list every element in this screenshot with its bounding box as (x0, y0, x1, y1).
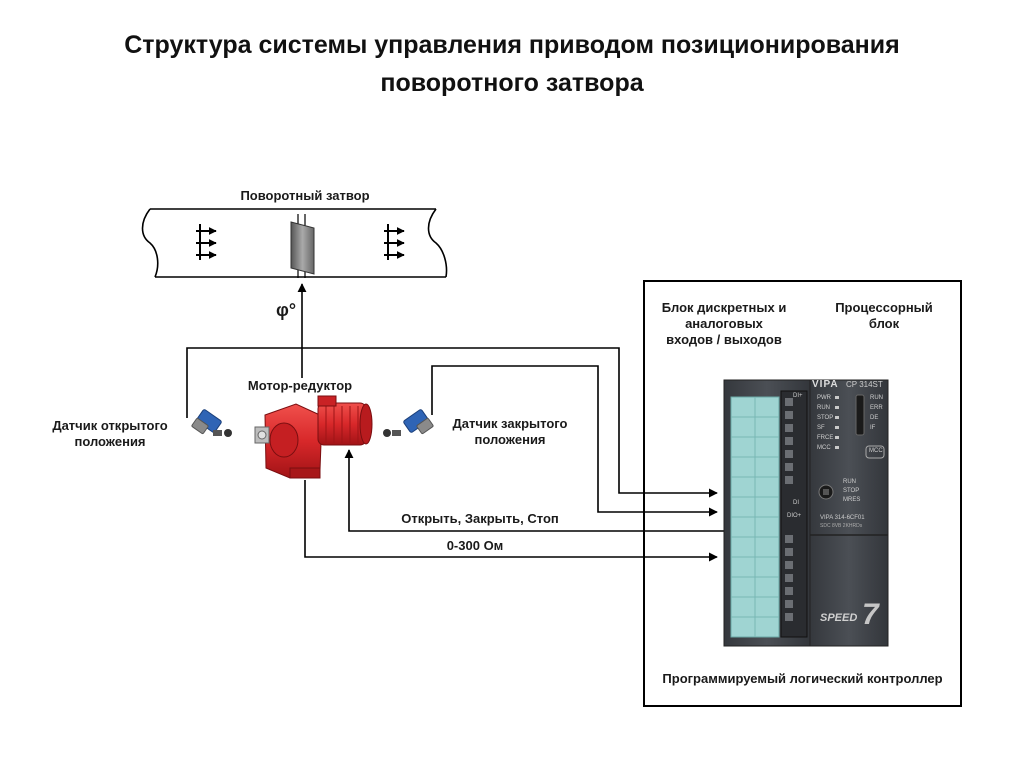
valve-label: Поворотный затвор (240, 188, 370, 203)
plc-led-de: DE (870, 415, 879, 421)
angle-label: φ° (275, 300, 297, 320)
plc-led-sf: SF (817, 425, 825, 431)
plc-led-pwr: PWR (817, 395, 831, 401)
cpu-block-label-line-2: блок (868, 316, 900, 331)
plc-speed-label: SPEED (820, 612, 858, 624)
plc-mcc-slot-label: MCC (869, 448, 883, 454)
motor-reducer-icon (254, 395, 373, 479)
io-block-label: Блок дискретных и аналоговых входов / вы… (654, 300, 794, 348)
io-block-label-line-3: входов / выходов (666, 332, 782, 347)
open-sensor-label-line-2: положения (74, 434, 146, 449)
commands-signal-label: Открыть, Закрыть, Стоп (401, 511, 559, 526)
plc-io-mark-di: DI (793, 500, 799, 506)
plc-led-run-right: RUN (870, 395, 883, 401)
cpu-block-label: Процессорный блок (824, 300, 944, 332)
flow-arrows-right (384, 224, 405, 260)
valve-disc (290, 214, 315, 278)
flow-arrows-left (196, 224, 217, 260)
resistance-signal-label: 0-300 Ом (446, 538, 504, 553)
plc-led-err: ERR (870, 405, 883, 411)
closed-sensor-icon (383, 409, 434, 437)
plc-led-stop: STOP (817, 415, 834, 421)
cpu-block-label-line-1: Процессорный (835, 300, 933, 315)
plc-leds-left: PWR RUN STOP SF FRCE MCC (817, 393, 833, 453)
plc-speed-digit: 7 (862, 598, 879, 631)
plc-mode-mres: MRES (843, 497, 861, 503)
plc-label: Программируемый логический контроллер (662, 671, 943, 686)
pipe (141, 208, 448, 278)
plc-led-run: RUN (817, 405, 830, 411)
plc-mode-stop: STOP (843, 488, 860, 494)
plc-io-mark-mid: DIO+ (787, 513, 802, 519)
closed-sensor-label: Датчик закрытого положения (440, 416, 580, 448)
plc-io-mark-top: DI+ (793, 393, 803, 399)
page-title: Структура системы управления приводом по… (0, 26, 1024, 102)
open-sensor-label: Датчик открытого положения (40, 418, 180, 450)
plc-led-mcc: MCC (817, 445, 831, 451)
title-line-2: поворотного затвора (380, 69, 644, 97)
io-block-label-line-1: Блок дискретных и (661, 300, 787, 315)
open-sensor-icon (191, 409, 232, 437)
io-block-label-line-2: аналоговых (685, 316, 763, 331)
closed-sensor-label-line-1: Датчик закрытого (452, 416, 568, 431)
plc-led-frce: FRCE (817, 435, 834, 441)
wire-resistance (304, 480, 718, 562)
plc-brand: VIPA (812, 379, 839, 390)
plc-mode-switch-labels: RUN STOP MRES (843, 478, 860, 505)
wire-closed-sensor (431, 365, 718, 517)
closed-sensor-label-line-2: положения (474, 432, 546, 447)
motor-label: Мотор-редуктор (247, 378, 353, 393)
plc-cpu-model: CP 314ST (846, 380, 883, 389)
wire-commands (344, 449, 725, 532)
wire-open-sensor (186, 347, 718, 498)
plc-leds-right: RUN ERR DE IF (870, 393, 883, 433)
plc-mode-run: RUN (843, 479, 856, 485)
title-line-1: Структура системы управления приводом по… (124, 31, 900, 59)
plc-module-subtext: SDC 8VB 2KHRDs (820, 523, 863, 529)
plc-led-if: IF (870, 425, 876, 431)
open-sensor-label-line-1: Датчик открытого (52, 418, 168, 433)
plc-device-icon (723, 379, 889, 647)
plc-module-text: VIPA 314-6CF01 (820, 515, 865, 521)
